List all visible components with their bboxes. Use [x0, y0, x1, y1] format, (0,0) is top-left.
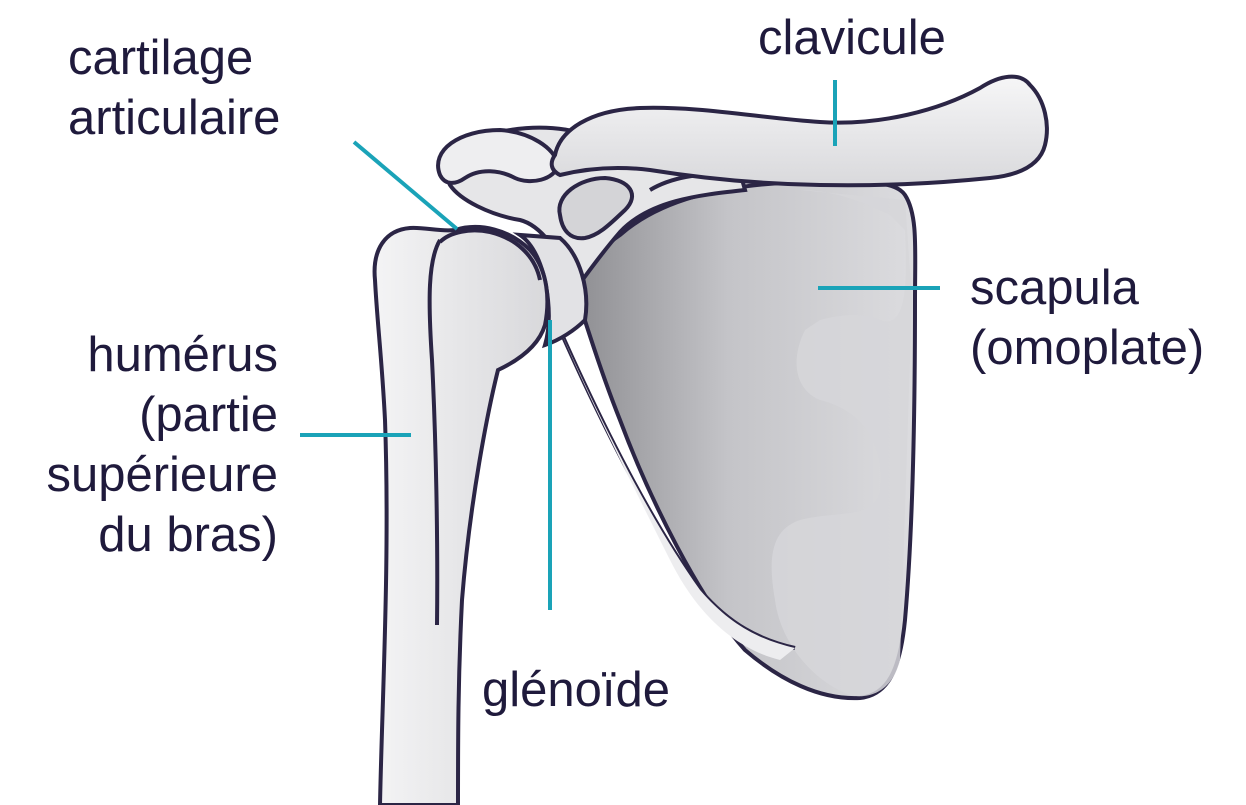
label-humerus-line-3: supérieure [46, 445, 278, 505]
label-clavicle-line-1: clavicule [758, 8, 946, 68]
label-clavicle: clavicule [758, 8, 946, 68]
label-glenoid: glénoïde [482, 660, 670, 720]
label-scapula-line-1: scapula [970, 258, 1204, 318]
label-cartilage-line-1: cartilage [68, 28, 280, 88]
label-humerus-line-1: humérus [46, 325, 278, 385]
label-articular-cartilage: cartilage articulaire [68, 28, 280, 148]
clavicle-shape [552, 77, 1047, 186]
label-scapula: scapula (omoplate) [970, 258, 1204, 378]
label-scapula-line-2: (omoplate) [970, 318, 1204, 378]
label-cartilage-line-2: articulaire [68, 88, 280, 148]
label-humerus-line-2: (partie [46, 385, 278, 445]
label-humerus: humérus (partie supérieure du bras) [46, 325, 278, 565]
label-humerus-line-4: du bras) [46, 505, 278, 565]
label-glenoid-line-1: glénoïde [482, 660, 670, 720]
